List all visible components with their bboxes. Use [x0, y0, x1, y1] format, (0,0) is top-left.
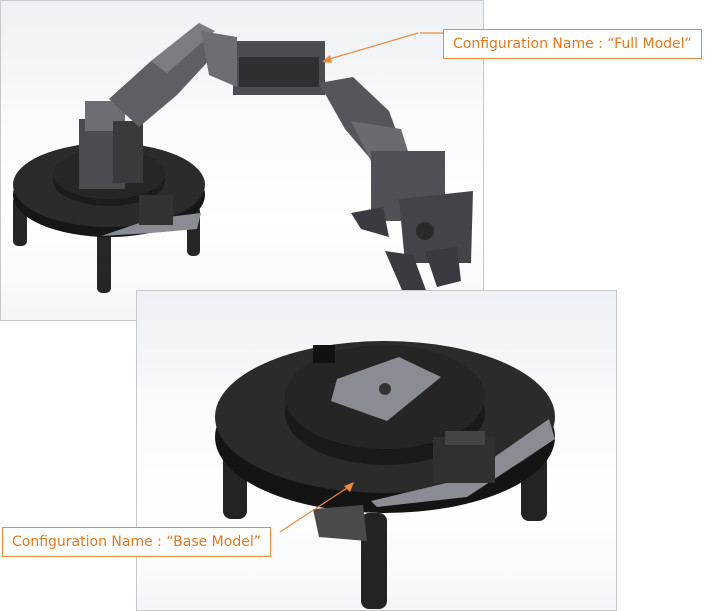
full-model-callout-text: Configuration Name : “Full Model” [453, 36, 692, 52]
full-model-render [13, 23, 473, 297]
full-model-view[interactable] [0, 0, 484, 321]
full-model-callout: Configuration Name : “Full Model” [443, 29, 702, 59]
base-model-callout: Configuration Name : “Base Model” [2, 527, 271, 557]
base-model-view[interactable] [136, 290, 617, 611]
base-model-render [215, 341, 555, 609]
base-model-callout-text: Configuration Name : “Base Model” [12, 534, 261, 550]
